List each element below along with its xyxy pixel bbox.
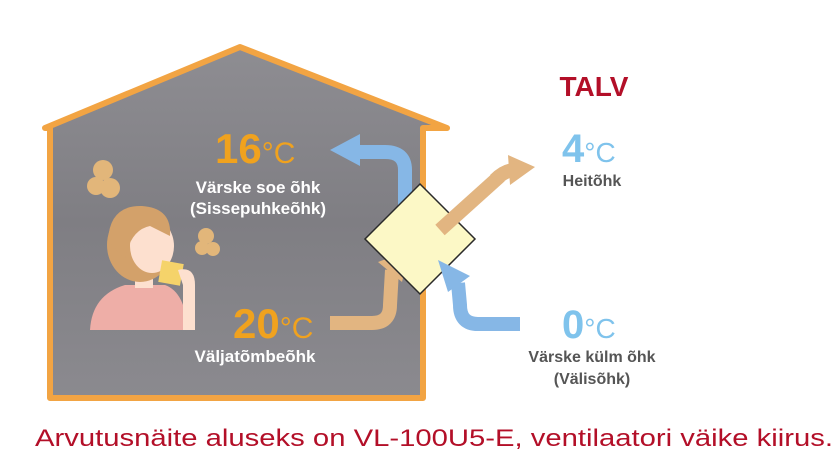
exhaust-label: Heitõhk [563, 173, 622, 190]
person-illustration [90, 205, 195, 330]
supply-label: Värske soe õhk [196, 178, 321, 197]
extract-label: Väljatõmbeõhk [195, 347, 316, 366]
supply-temp: 16°C [215, 125, 295, 172]
caption: Arvutusnäite aluseks on VL-100U5-E, vent… [35, 425, 833, 452]
exhaust-temp: 4°C [562, 127, 616, 171]
fresh-sublabel: (Välisõhk) [554, 371, 630, 388]
fresh-temp: 0°C [562, 303, 616, 347]
season-title: TALV [560, 71, 629, 102]
fresh-air-arrow [438, 260, 520, 331]
fresh-label: Värske külm õhk [528, 349, 655, 366]
exhaust-air-arrow [435, 155, 535, 236]
steam-icon [87, 160, 220, 256]
supply-air-arrow [330, 134, 412, 220]
supply-sublabel: (Sissepuhkeõhk) [190, 199, 326, 218]
extract-temp: 20°C [233, 300, 313, 347]
